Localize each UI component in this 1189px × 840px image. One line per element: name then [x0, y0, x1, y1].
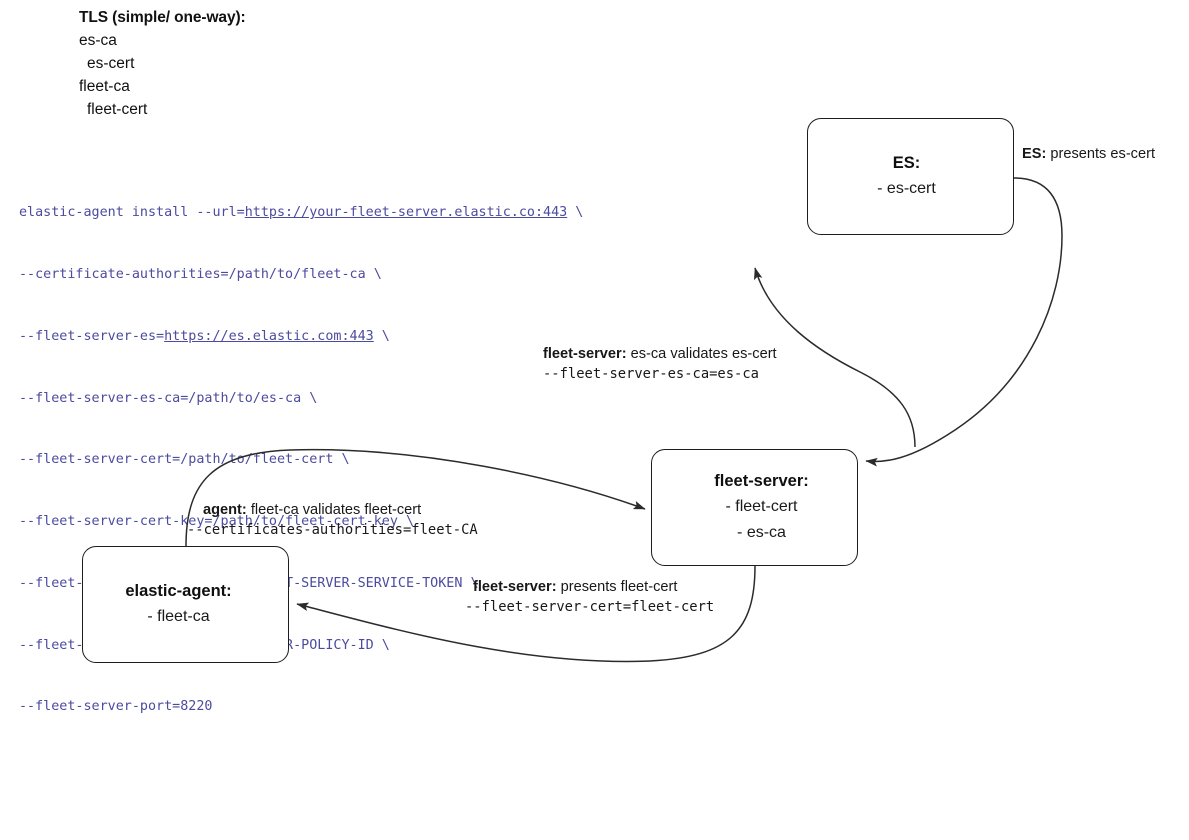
edge-label-agent-validates-bold: agent:	[203, 502, 247, 518]
edge-label-agent-validates-code: --certificates-authorities=fleet-CA	[187, 522, 478, 538]
command-line-9-pre: --fleet-server-port=8220	[19, 699, 213, 715]
legend-item-fleet-ca: fleet-ca	[79, 78, 130, 95]
tls-legend: TLS (simple/ one-way): es-ca es-cert fle…	[79, 6, 246, 121]
edge-label-fleet-validates-text: fleet-server: es-ca validates es-cert	[543, 344, 777, 364]
edge-label-agent-validates-prose: fleet-ca validates fleet-cert	[246, 502, 422, 518]
command-line-3: --fleet-server-es=https://es.elastic.com…	[19, 327, 583, 348]
edge-label-fleet-validates-code: --fleet-server-es-ca=es-ca	[543, 366, 759, 382]
edge-label-fleet-presents-prose: presents fleet-cert	[556, 579, 678, 595]
edge-label-es-presents-prose: presents es-cert	[1046, 146, 1156, 162]
legend-item-es-ca: es-ca	[79, 32, 117, 49]
node-fleet-server-content: fleet-server: - fleet-cert - es-ca	[714, 469, 808, 546]
command-line-1-url[interactable]: https://your-fleet-server.elastic.co:443	[244, 205, 568, 221]
command-line-3-post: \	[373, 328, 390, 344]
edge-label-agent-validates: agent: fleet-ca validates fleet-cert --c…	[187, 500, 478, 541]
command-line-1: elastic-agent install --url=https://your…	[19, 203, 583, 224]
node-fleet-server-line-2: - es-ca	[737, 524, 786, 541]
command-line-4-pre: --fleet-server-es-ca=/path/to/es-ca \	[19, 390, 318, 406]
node-elastic-agent-line-1: - fleet-ca	[147, 608, 210, 625]
node-fleet-server-title: fleet-server:	[714, 472, 809, 490]
node-es-line-1: - es-cert	[877, 180, 936, 197]
edge-label-es-presents-bold: ES:	[1022, 146, 1047, 162]
node-elastic-agent[interactable]: elastic-agent: - fleet-ca	[82, 546, 289, 663]
node-es-content: ES: - es-cert	[877, 151, 936, 202]
edge-label-fleet-presents-bold: fleet-server:	[473, 579, 557, 595]
edge-fleetserver-to-es	[753, 267, 916, 448]
node-fleet-server-line-1: - fleet-cert	[725, 498, 798, 515]
command-line-5: --fleet-server-cert=/path/to/fleet-cert …	[19, 450, 583, 471]
edge-label-fleet-presents-code: --fleet-server-cert=fleet-cert	[465, 599, 715, 615]
edge-label-fleet-validates: fleet-server: es-ca validates es-cert --…	[543, 344, 777, 385]
command-line-3-url[interactable]: https://es.elastic.com:443	[164, 328, 374, 344]
node-elastic-agent-title: elastic-agent:	[125, 582, 232, 600]
legend-item-fleet-cert: fleet-cert	[87, 101, 148, 118]
edge-label-fleet-presents: fleet-server: presents fleet-cert --flee…	[465, 577, 714, 618]
node-elastic-agent-content: elastic-agent: - fleet-ca	[125, 579, 231, 630]
command-line-5-pre: --fleet-server-cert=/path/to/fleet-cert …	[19, 452, 350, 468]
legend-title: TLS (simple/ one-way):	[79, 9, 246, 26]
command-line-9: --fleet-server-port=8220	[19, 697, 583, 718]
install-command-block: elastic-agent install --url=https://your…	[19, 162, 583, 759]
command-line-2-pre: --certificate-authorities=/path/to/fleet…	[19, 266, 382, 282]
node-es[interactable]: ES: - es-cert	[807, 118, 1014, 235]
command-line-2: --certificate-authorities=/path/to/fleet…	[19, 265, 583, 286]
command-line-3-pre: --fleet-server-es=	[19, 328, 165, 344]
edge-label-es-presents-text: ES: presents es-cert	[1022, 144, 1155, 164]
edge-label-fleet-validates-prose: es-ca validates es-cert	[626, 346, 777, 362]
edge-label-agent-validates-text: agent: fleet-ca validates fleet-cert	[203, 500, 478, 520]
edge-label-es-presents: ES: presents es-cert	[1022, 144, 1155, 164]
command-line-1-pre: elastic-agent install --url=	[19, 205, 245, 221]
command-line-4: --fleet-server-es-ca=/path/to/es-ca \	[19, 389, 583, 410]
edge-label-fleet-presents-text: fleet-server: presents fleet-cert	[473, 577, 714, 597]
node-es-title: ES:	[892, 154, 921, 172]
command-line-1-post: \	[567, 205, 584, 221]
node-fleet-server[interactable]: fleet-server: - fleet-cert - es-ca	[651, 449, 858, 566]
legend-item-es-cert: es-cert	[87, 55, 135, 72]
edge-label-fleet-validates-bold: fleet-server:	[543, 346, 627, 362]
